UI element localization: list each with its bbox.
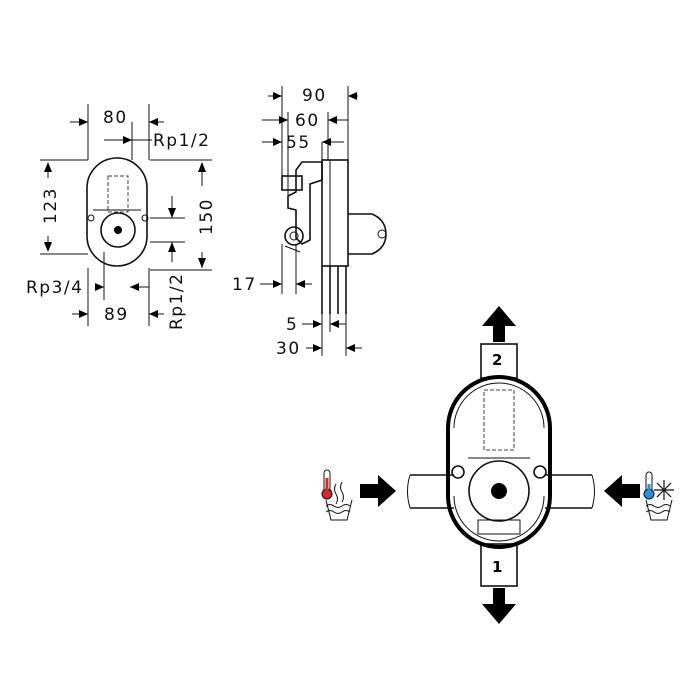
hot-inlet-arrow [360,475,396,507]
front-cartridge [100,212,136,248]
side-view: 90 60 55 17 5 [232,86,387,359]
dim-150: 150 [197,198,217,235]
flow-diagram: 2 1 [321,306,674,624]
front-body-outline [86,157,148,267]
dim-17: 17 [232,275,257,295]
outlet-1-label: 1 [492,558,502,576]
dim-90: 90 [302,86,327,106]
dim-5: 5 [286,315,298,335]
flow-cartridge [468,460,530,522]
dim-80: 80 [103,108,128,128]
pipe-bottom [480,543,518,587]
housing-outline [446,375,552,549]
cold-water-icon [643,471,674,521]
dim-rp34: Rp3/4 [26,278,83,298]
outlet-1-arrow [482,588,516,624]
dim-55: 55 [286,133,311,153]
outlet-2-label: 2 [492,351,502,369]
dim-rp12-side: Rp1/2 [167,273,187,330]
hot-water-icon [321,469,353,521]
outlet-2-arrow [482,306,516,342]
dim-89: 89 [104,305,129,325]
front-view: 80 Rp1/2 123 150 Rp1/2 Rp [26,104,217,330]
dim-123: 123 [41,187,61,224]
dim-30: 30 [276,339,301,359]
cold-inlet-arrow [604,475,640,507]
dim-rp12-top: Rp1/2 [153,131,210,151]
dim-60: 60 [295,111,320,131]
